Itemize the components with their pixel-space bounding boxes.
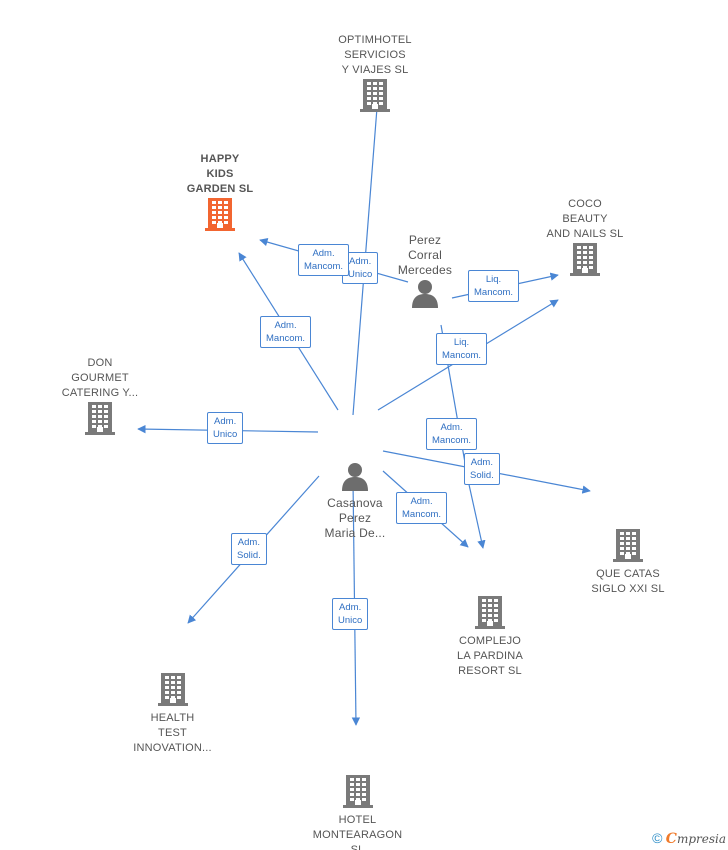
edge-label[interactable]: Adm. Unico: [332, 598, 369, 630]
edge-label[interactable]: Liq. Mancom.: [468, 270, 520, 302]
building-icon: [359, 78, 391, 117]
node-label: Casanova Perez Maria De...: [324, 496, 386, 540]
building-icon: [204, 197, 236, 236]
node-label: QUE CATAS SIGLO XXI SL: [591, 568, 665, 595]
node-label: COCO BEAUTY AND NAILS SL: [546, 198, 624, 240]
node-perez-corral[interactable]: Perez Corral Mercedes: [385, 233, 465, 313]
node-que-catas[interactable]: QUE CATAS SIGLO XXI SL: [568, 528, 688, 597]
edge-label[interactable]: Adm. Mancom.: [426, 418, 478, 450]
edge-label[interactable]: Adm. Solid.: [231, 533, 267, 565]
node-health-test[interactable]: HEALTH TEST INNOVATION...: [110, 672, 235, 756]
node-label: OPTIMHOTEL SERVICIOS Y VIAJES SL: [338, 34, 412, 76]
edge-label[interactable]: Adm. Unico: [207, 412, 244, 444]
node-don-gourmet[interactable]: DON GOURMET CATERING Y...: [40, 356, 160, 440]
footer-brand: © Cmpresia: [652, 830, 726, 847]
edge-label[interactable]: Liq. Mancom.: [436, 333, 488, 365]
node-label: DON GOURMET CATERING Y...: [61, 357, 139, 399]
node-coco-beauty[interactable]: COCO BEAUTY AND NAILS SL: [525, 197, 645, 281]
edge-label[interactable]: Adm. Mancom.: [298, 244, 350, 276]
brand-logo: Cmpresia: [665, 831, 726, 847]
building-icon: [157, 672, 189, 711]
node-label: Perez Corral Mercedes: [397, 233, 453, 277]
building-icon: [569, 242, 601, 281]
node-happy-kids-garden[interactable]: HAPPY KIDS GARDEN SL: [160, 152, 280, 236]
building-icon: [342, 774, 374, 813]
node-hotel-montearagon[interactable]: HOTEL MONTEARAGON SL: [295, 774, 420, 850]
node-label: COMPLEJO LA PARDINA RESORT SL: [457, 635, 523, 677]
copyright-icon: ©: [652, 830, 663, 846]
node-complejo-la-pardina[interactable]: COMPLEJO LA PARDINA RESORT SL: [430, 595, 550, 679]
edge-label[interactable]: Adm. Mancom.: [260, 316, 312, 348]
node-label: HEALTH TEST INNOVATION...: [133, 712, 212, 754]
building-icon: [612, 528, 644, 567]
person-icon: [410, 278, 440, 313]
building-icon: [84, 401, 116, 440]
edge-label[interactable]: Adm. Solid.: [464, 453, 500, 485]
node-casanova-perez[interactable]: Casanova Perez Maria De...: [300, 461, 410, 541]
node-optimhotel[interactable]: OPTIMHOTEL SERVICIOS Y VIAJES SL: [310, 33, 440, 117]
edge-label[interactable]: Adm. Mancom.: [396, 492, 448, 524]
person-icon: [340, 461, 370, 496]
building-icon: [474, 595, 506, 634]
node-label: HOTEL MONTEARAGON SL: [312, 814, 403, 850]
node-label: HAPPY KIDS GARDEN SL: [186, 153, 254, 195]
